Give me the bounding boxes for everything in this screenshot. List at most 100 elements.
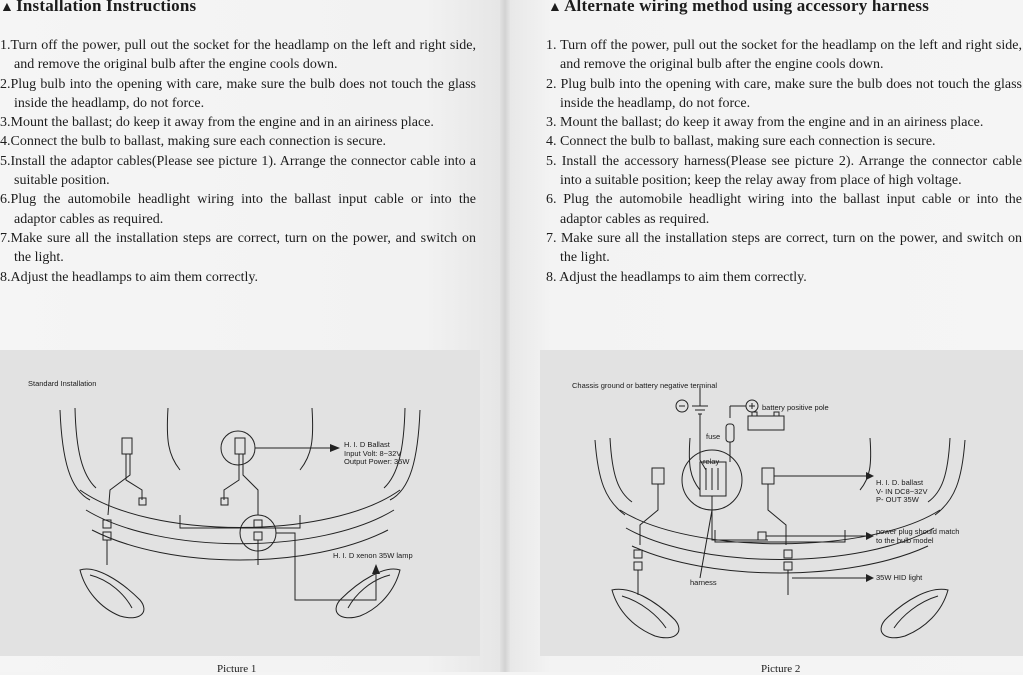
step-number: 8. (0, 269, 11, 285)
list-item: 1. Turn off the power, pull out the sock… (546, 36, 1022, 75)
plug-label-line: to the bulb model (876, 535, 934, 545)
fuse-label: fuse (706, 432, 721, 441)
step-text: Install the accessory harness(Please see… (560, 153, 1022, 189)
step-number: 2. (546, 76, 557, 92)
headlamp-left (79, 568, 145, 619)
step-text: Make sure all the installation steps are… (10, 230, 477, 266)
step-text: Install the adaptor cables(Please see pi… (10, 153, 477, 189)
step-number: 7. (0, 230, 11, 246)
ballast-label-line: Input Volt: 8~32V (344, 448, 402, 458)
list-item: 4. Connect the bulb to ballast, making s… (546, 132, 1022, 151)
step-text: Plug bulb into the opening with care, ma… (560, 76, 1023, 111)
wiring-diagram-standard: Standard Installation H. I. D Ballast In… (0, 350, 480, 656)
list-item: 5.Install the adaptor cables(Please see … (0, 152, 476, 191)
ballast-label-line: H. I. D Ballast (344, 440, 390, 449)
harness-wiring-drawing (594, 386, 966, 639)
list-item: 7. Make sure all the installation steps … (546, 229, 1022, 268)
list-item: 3. Mount the ballast; do keep it away fr… (546, 113, 1022, 132)
ballast-label: H. I. D Ballast Input Volt: 8~32V Output… (344, 440, 410, 467)
relay-label: relay (703, 457, 720, 466)
step-number: 6. (0, 192, 11, 208)
step-number: 6. (546, 192, 557, 208)
list-item: 4.Connect the bulb to ballast, making su… (0, 132, 476, 151)
bumper-arc (79, 489, 401, 528)
step-text: Mount the ballast; do keep it away from … (10, 115, 434, 131)
step-text: Plug bulb into the opening with care, ma… (10, 76, 477, 111)
step-text: Mount the ballast; do keep it away from … (560, 115, 984, 131)
left-heading-text: Installation Instructions (16, 0, 197, 15)
step-text: Connect the bulb to ballast, making sure… (10, 134, 387, 150)
list-item: 3.Mount the ballast; do keep it away fro… (0, 113, 476, 132)
arrow-icon (866, 574, 874, 582)
fuse-icon (725, 423, 735, 443)
step-number: 8. (546, 269, 557, 285)
step-number: 4. (0, 134, 11, 150)
right-steps-list: 1. Turn off the power, pull out the sock… (546, 36, 1022, 287)
caption-picture-1: Picture 1 (217, 663, 257, 675)
standard-wiring-drawing (59, 407, 421, 619)
list-item: 7.Make sure all the installation steps a… (0, 229, 476, 268)
list-item: 8. Adjust the headlamps to aim them corr… (546, 268, 1022, 287)
step-text: Plug the automobile headlight wiring int… (10, 192, 477, 227)
wiring-diagram-harness: Chassis ground or battery negative termi… (540, 350, 1023, 656)
left-heading: ▲Installation Instructions (0, 0, 196, 16)
step-number: 4. (546, 134, 557, 150)
arrow-icon (866, 532, 874, 540)
ballast-right (234, 437, 246, 455)
ballast-right (761, 467, 775, 485)
arrow-icon (330, 444, 340, 452)
list-item: 2. Plug bulb into the opening with care,… (546, 75, 1022, 114)
right-heading: ▲Alternate wiring method using accessory… (548, 0, 929, 16)
plug-label: power plug should match to the bulb mode… (876, 527, 960, 545)
caption-picture-2: Picture 2 (761, 663, 801, 675)
plug-label-line: power plug should match (876, 527, 960, 536)
light-label: 35W HID light (876, 573, 923, 582)
ballast-label-line: H. I. D. ballast (876, 478, 924, 487)
relay-box (699, 461, 727, 497)
arrow-icon (866, 472, 874, 480)
left-steps-list: 1.Turn off the power, pull out the socke… (0, 36, 476, 287)
harness-label: harness (690, 578, 717, 587)
lamp-leader-line (276, 532, 377, 601)
headlamp-right (335, 568, 401, 619)
list-item: 2.Plug bulb into the opening with care, … (0, 75, 476, 114)
list-item: 5. Install the accessory harness(Please … (546, 152, 1022, 191)
ballast-label-line: V- IN DC8~32V (876, 486, 928, 496)
ballast-highlight-circle (220, 430, 256, 466)
right-heading-text: Alternate wiring method using accessory … (564, 0, 930, 15)
triangle-icon: ▲ (0, 0, 15, 15)
figure-title: Chassis ground or battery negative termi… (572, 381, 718, 390)
list-item: 6. Plug the automobile headlight wiring … (546, 190, 1022, 229)
list-item: 6.Plug the automobile headlight wiring i… (0, 190, 476, 229)
step-text: Turn off the power, pull out the socket … (560, 38, 1022, 73)
step-text: Adjust the headlamps to aim them correct… (559, 269, 807, 285)
ballast-label-line: Output Power: 35W (344, 457, 410, 466)
step-number: 5. (546, 153, 557, 169)
list-item: 1.Turn off the power, pull out the socke… (0, 36, 476, 75)
step-number: 3. (546, 115, 557, 131)
step-text: Make sure all the installation steps are… (560, 230, 1022, 266)
step-text: Adjust the headlamps to aim them correct… (10, 269, 259, 285)
step-number: 1. (546, 38, 557, 53)
step-text: Turn off the power, pull out the socket … (10, 38, 477, 73)
ballast-label-line: P- OUT 35W (876, 495, 919, 504)
book-spine (500, 0, 510, 672)
step-text: Plug the automobile headlight wiring int… (560, 192, 1023, 227)
ballast-left (121, 437, 133, 455)
ground-negative-symbol (675, 399, 689, 413)
body-outline-left (59, 409, 91, 501)
step-number: 2. (0, 76, 11, 92)
body-outline-right (389, 409, 421, 501)
step-number: 3. (0, 115, 11, 131)
figure-title: Standard Installation (28, 379, 97, 388)
ballast-left (651, 467, 665, 485)
lamp-label: H. I. D xenon 35W lamp (333, 551, 413, 560)
list-item: 8.Adjust the headlamps to aim them corre… (0, 268, 476, 287)
step-number: 7. (546, 230, 557, 246)
step-number: 1. (0, 38, 11, 53)
ballast-label: H. I. D. ballast V- IN DC8~32V P- OUT 35… (876, 478, 928, 505)
arrow-icon (372, 564, 380, 574)
step-text: Connect the bulb to ballast, making sure… (560, 134, 936, 150)
step-number: 5. (0, 153, 11, 169)
triangle-icon: ▲ (548, 0, 563, 15)
